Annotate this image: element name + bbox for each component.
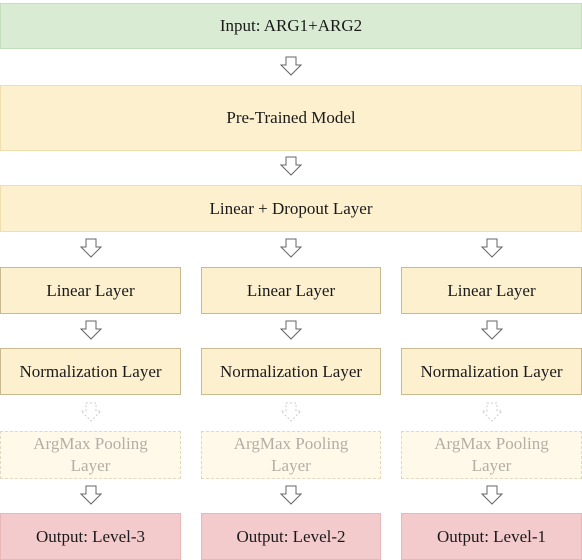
output-level-3-box: Output: Level-3 (0, 513, 181, 560)
arrow-down-icon (481, 320, 503, 340)
arrow-down-icon (280, 320, 302, 340)
linear-layer-box: Linear Layer (0, 267, 181, 314)
arrow-down-icon (80, 238, 102, 258)
arrow-down-icon (80, 485, 102, 505)
linear-layer-box: Linear Layer (401, 267, 582, 314)
linear-dropout-label: Linear + Dropout Layer (209, 198, 373, 218)
arrow-down-icon (280, 56, 302, 76)
output-label: Output: Level-3 (35, 526, 146, 546)
arrow-down-icon (481, 238, 503, 258)
normalization-layer-box: Normalization Layer (0, 348, 181, 395)
linear-dropout-box: Linear + Dropout Layer (0, 185, 582, 232)
arrow-down-icon (481, 485, 503, 505)
normalization-layer-label: Normalization Layer (19, 361, 162, 381)
output-level-1-box: Output: Level-1 (401, 513, 582, 560)
pretrained-model-label: Pre-Trained Model (226, 108, 356, 127)
input-box: Input: ARG1+ARG2 (0, 3, 582, 49)
output-level-2-box: Output: Level-2 (201, 513, 381, 560)
argmax-pooling-layer-box: ArgMax Pooling Layer (201, 431, 381, 479)
arrow-down-icon (280, 485, 302, 505)
linear-layer-label: Linear Layer (46, 280, 135, 300)
linear-layer-label: Linear Layer (246, 280, 336, 300)
normalization-layer-box: Normalization Layer (201, 348, 381, 395)
argmax-pooling-layer-label: ArgMax Pooling Layer (33, 434, 148, 475)
linear-layer-label: Linear Layer (447, 280, 536, 300)
argmax-pooling-layer-label: ArgMax Pooling Layer (233, 434, 349, 475)
output-label: Output: Level-2 (236, 526, 346, 546)
normalization-layer-label: Normalization Layer (219, 361, 363, 381)
input-label: Input: ARG1+ARG2 (219, 16, 363, 35)
arrow-down-icon (80, 320, 102, 340)
normalization-layer-box: Normalization Layer (401, 348, 582, 395)
argmax-pooling-layer-label: ArgMax Pooling Layer (434, 434, 549, 475)
arrow-down-icon (280, 156, 302, 176)
arrow-down-faded-icon (280, 402, 302, 422)
output-label: Output: Level-1 (436, 526, 547, 546)
normalization-layer-label: Normalization Layer (420, 361, 563, 381)
argmax-pooling-layer-box: ArgMax Pooling Layer (401, 431, 582, 479)
argmax-pooling-layer-box: ArgMax Pooling Layer (0, 431, 181, 479)
arrow-down-icon (280, 238, 302, 258)
linear-layer-box: Linear Layer (201, 267, 381, 314)
arrow-down-faded-icon (481, 402, 503, 422)
arrow-down-faded-icon (80, 402, 102, 422)
pretrained-model-box: Pre-Trained Model (0, 85, 582, 151)
